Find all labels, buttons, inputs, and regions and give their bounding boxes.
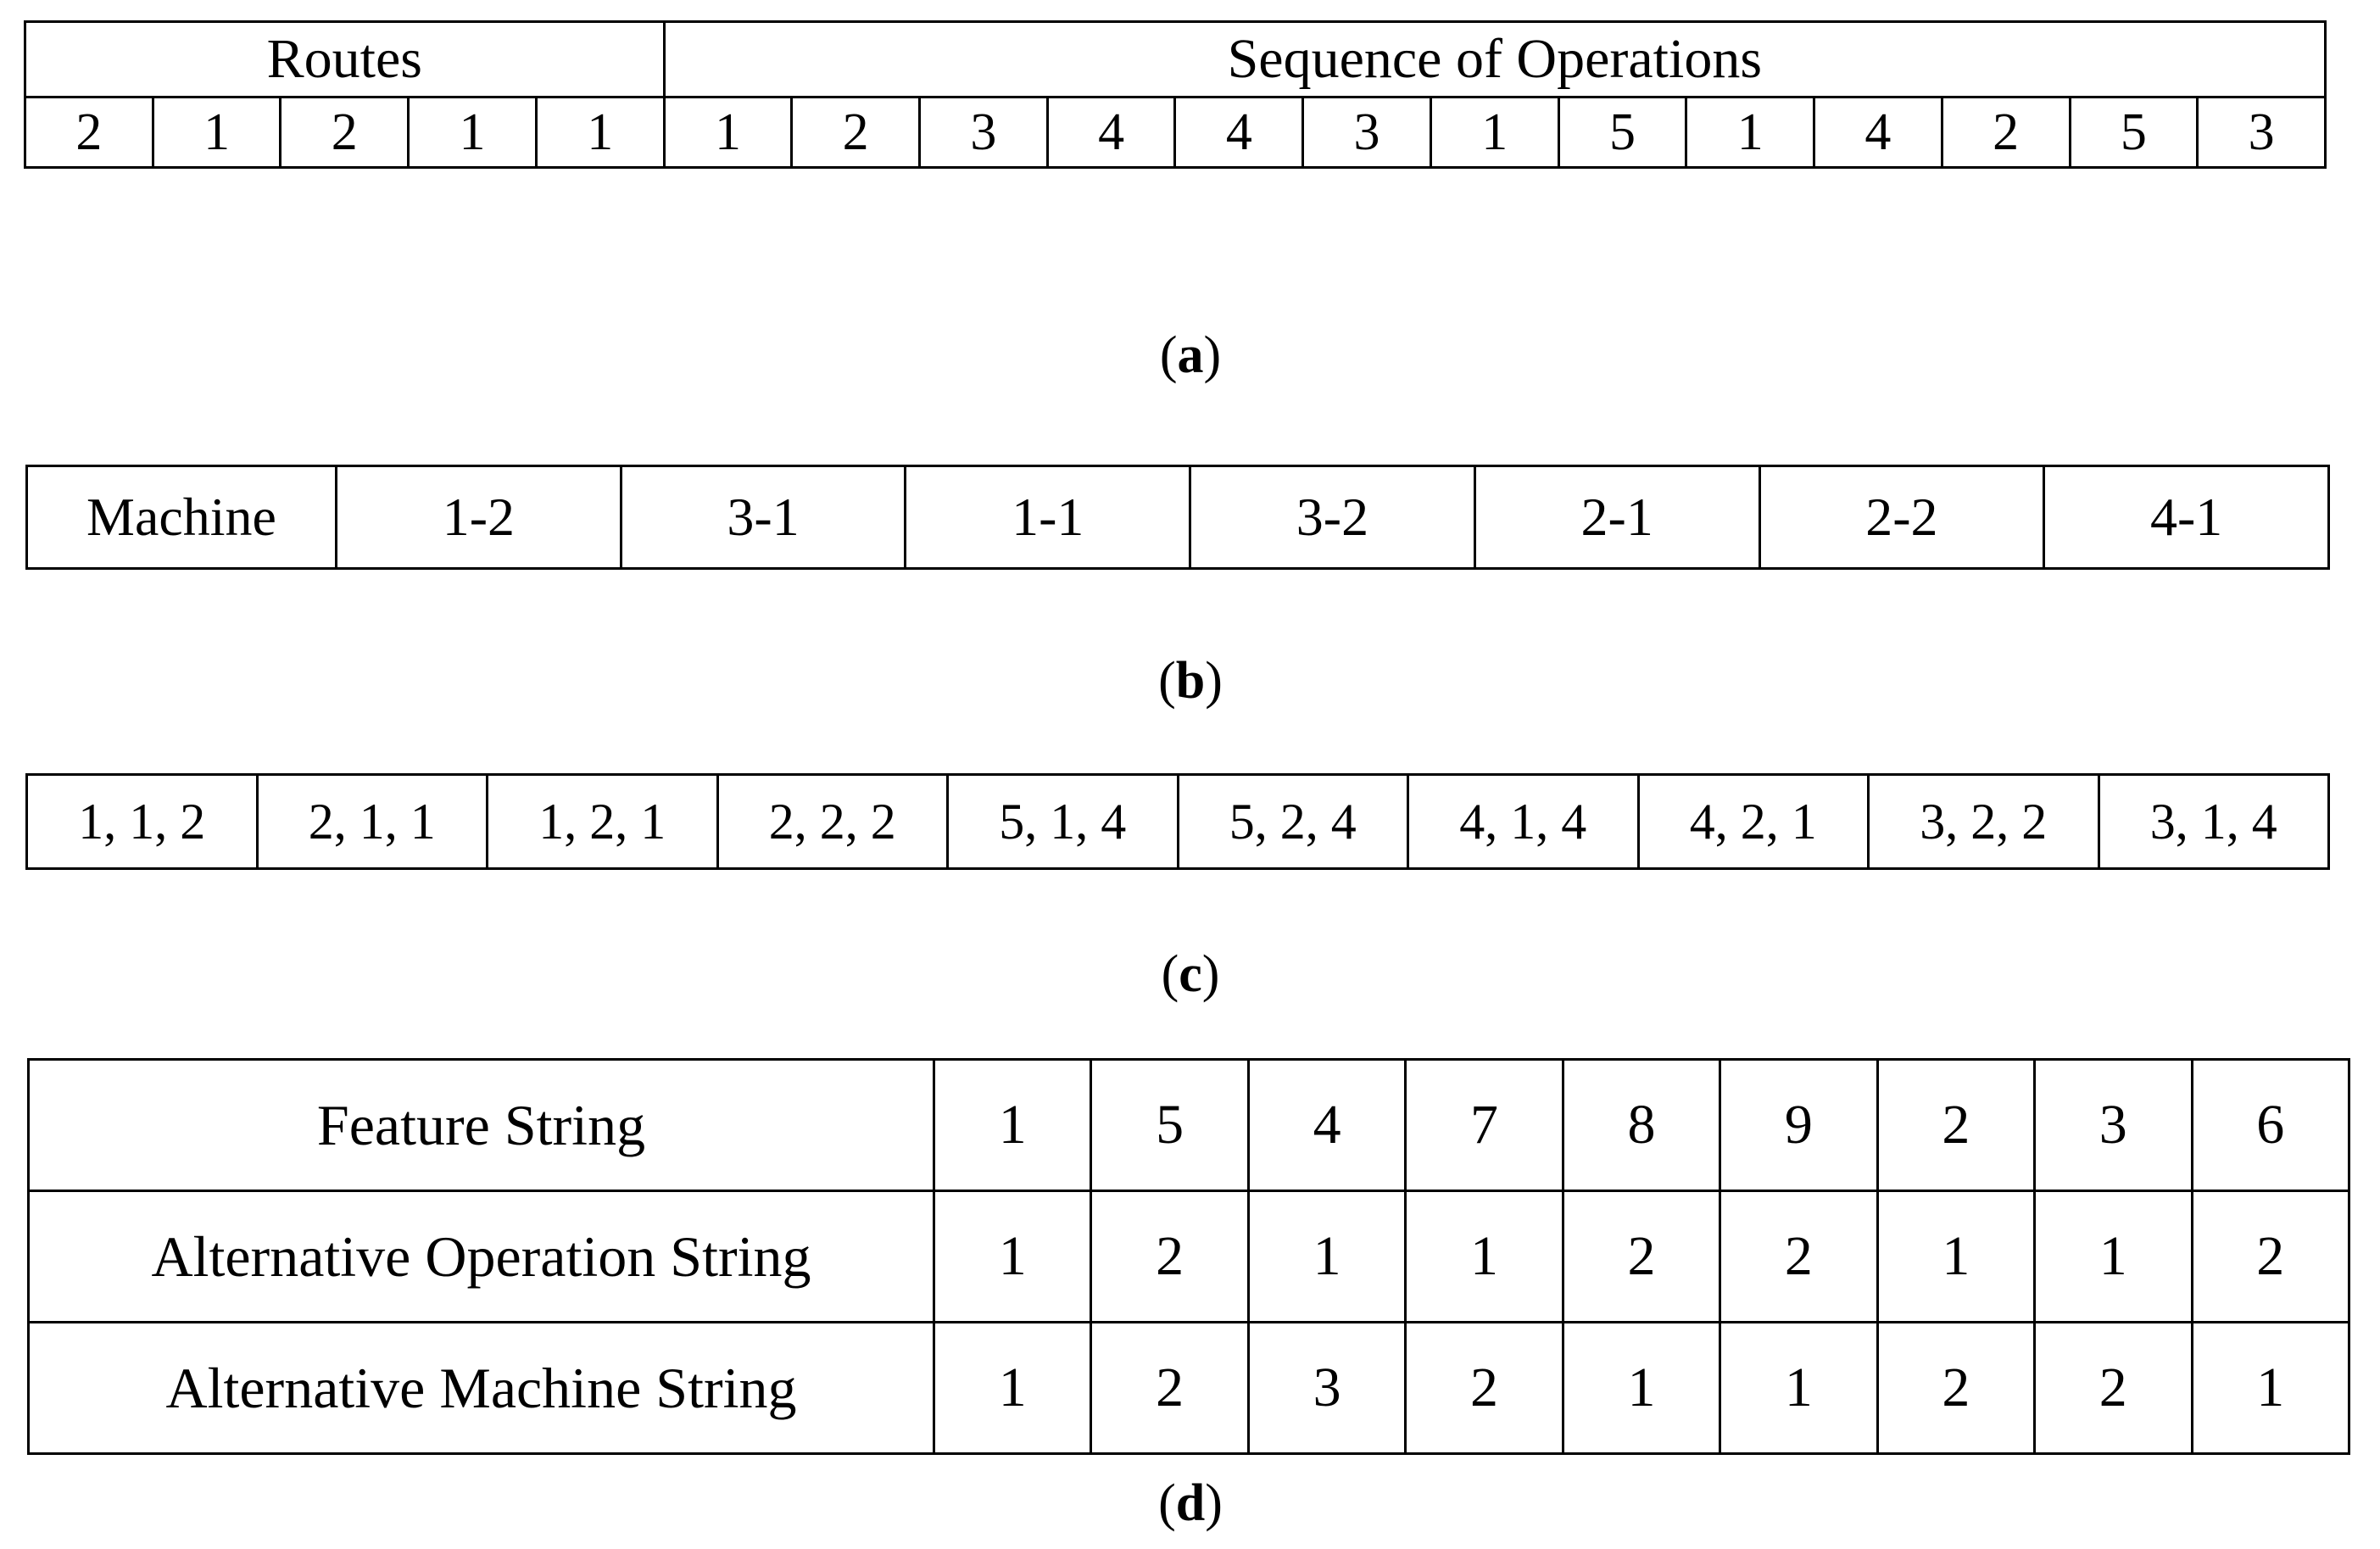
operation-cell: 1: [1685, 96, 1816, 169]
machine-cell: 1-2: [335, 465, 622, 570]
feature-string-cell: 8: [1561, 1058, 1722, 1192]
table-row: Machine 1-2 3-1 1-1 3-2 2-1 2-2 4-1: [25, 465, 2330, 570]
alternative-operation-string-cell: 1: [932, 1190, 1093, 1323]
caption-a-paren-close: ): [1203, 326, 1222, 384]
caption-b: (b): [1063, 655, 1318, 707]
encoding-table-a: Routes Sequence of Operations 2 1 2 1 1 …: [24, 20, 2327, 169]
alternative-machine-string-cell: 1: [1561, 1321, 1722, 1455]
panel-c: 1, 1, 2 2, 1, 1 1, 2, 1 2, 2, 2 5, 1, 4 …: [25, 773, 2330, 870]
table-row: 2 1 2 1 1 1 2 3 4 4 3 1 5 1 4 2 5 3: [24, 96, 2327, 169]
route-cell: 2: [279, 96, 410, 169]
encoding-table-c: 1, 1, 2 2, 1, 1 1, 2, 1 2, 2, 2 5, 1, 4 …: [25, 773, 2330, 870]
caption-a: (a): [1063, 329, 1318, 382]
feature-string-cell: 6: [2190, 1058, 2350, 1192]
caption-b-letter: b: [1175, 652, 1206, 710]
machine-cell: 2-2: [1758, 465, 2046, 570]
machine-cell: 1-1: [904, 465, 1192, 570]
table-row: Feature String 1 5 4 7 8 9 2 3 6: [27, 1058, 2350, 1192]
route-cell: 1: [151, 96, 282, 169]
operation-cell: 5: [1557, 96, 1688, 169]
machine-cell: 4-1: [2043, 465, 2330, 570]
operation-cell: 1: [662, 96, 794, 169]
triplet-cell: 5, 2, 4: [1176, 773, 1409, 870]
caption-c-letter: c: [1179, 945, 1202, 1003]
operation-cell: 1: [1429, 96, 1560, 169]
route-cell: 1: [407, 96, 538, 169]
alternative-operation-string-cell: 2: [2190, 1190, 2350, 1323]
operation-cell: 5: [2068, 96, 2199, 169]
feature-string-cell: 1: [932, 1058, 1093, 1192]
machine-cell: 2-1: [1473, 465, 1761, 570]
alternative-operation-string-cell: 2: [1561, 1190, 1722, 1323]
route-cell: 1: [534, 96, 666, 169]
triplet-cell: 3, 2, 2: [1867, 773, 2100, 870]
alternative-machine-string-cell: 2: [1090, 1321, 1250, 1455]
table-row: Routes Sequence of Operations: [24, 20, 2327, 98]
caption-c: (c): [1063, 948, 1318, 1000]
caption-b-paren-open: (: [1158, 652, 1176, 710]
route-cell: 2: [24, 96, 154, 169]
feature-string-cell: 2: [1876, 1058, 2037, 1192]
operation-cell: 4: [1813, 96, 1943, 169]
alternative-machine-string-cell: 2: [1404, 1321, 1564, 1455]
triplet-cell: 5, 1, 4: [946, 773, 1179, 870]
alternative-operation-string-label: Alternative Operation String: [27, 1190, 935, 1323]
caption-a-letter: a: [1177, 326, 1204, 384]
operation-cell: 3: [2196, 96, 2327, 169]
operation-cell: 2: [790, 96, 922, 169]
caption-d-paren-open: (: [1158, 1474, 1176, 1532]
triplet-cell: 3, 1, 4: [2097, 773, 2330, 870]
machine-cell: 3-2: [1189, 465, 1476, 570]
panel-b: Machine 1-2 3-1 1-1 3-2 2-1 2-2 4-1: [25, 465, 2330, 570]
alternative-operation-string-cell: 1: [2033, 1190, 2193, 1323]
alternative-operation-string-cell: 1: [1876, 1190, 2037, 1323]
machine-row-label: Machine: [25, 465, 337, 570]
alternative-operation-string-cell: 2: [1719, 1190, 1879, 1323]
feature-string-label: Feature String: [27, 1058, 935, 1192]
feature-string-cell: 7: [1404, 1058, 1564, 1192]
triplet-cell: 4, 1, 4: [1407, 773, 1640, 870]
table-row: Alternative Machine String 1 2 3 2 1 1 2…: [27, 1321, 2350, 1455]
alternative-machine-string-cell: 1: [932, 1321, 1093, 1455]
alternative-operation-string-cell: 1: [1404, 1190, 1564, 1323]
operation-cell: 2: [1940, 96, 2071, 169]
operation-cell: 3: [1301, 96, 1432, 169]
caption-d-paren-close: ): [1205, 1474, 1223, 1532]
alternative-machine-string-cell: 1: [2190, 1321, 2350, 1455]
feature-string-cell: 4: [1246, 1058, 1407, 1192]
triplet-cell: 2, 2, 2: [716, 773, 949, 870]
table-row: 1, 1, 2 2, 1, 1 1, 2, 1 2, 2, 2 5, 1, 4 …: [25, 773, 2330, 870]
machine-cell: 3-1: [619, 465, 907, 570]
caption-c-paren-open: (: [1161, 945, 1179, 1003]
operation-cell: 3: [918, 96, 1049, 169]
caption-d-letter: d: [1175, 1474, 1206, 1532]
operation-cell: 4: [1173, 96, 1305, 169]
table-row: Alternative Operation String 1 2 1 1 2 2…: [27, 1190, 2350, 1323]
alternative-machine-string-cell: 1: [1719, 1321, 1879, 1455]
alternative-operation-string-cell: 1: [1246, 1190, 1407, 1323]
triplet-cell: 1, 1, 2: [25, 773, 259, 870]
encoding-table-b: Machine 1-2 3-1 1-1 3-2 2-1 2-2 4-1: [25, 465, 2330, 570]
panel-d: Feature String 1 5 4 7 8 9 2 3 6 Alterna…: [27, 1058, 2350, 1455]
alternative-machine-string-cell: 2: [2033, 1321, 2193, 1455]
alternative-operation-string-cell: 2: [1090, 1190, 1250, 1323]
triplet-cell: 2, 1, 1: [255, 773, 488, 870]
feature-string-cell: 5: [1090, 1058, 1250, 1192]
alternative-machine-string-cell: 2: [1876, 1321, 2037, 1455]
triplet-cell: 4, 2, 1: [1636, 773, 1870, 870]
operation-cell: 4: [1045, 96, 1177, 169]
header-routes: Routes: [24, 20, 666, 98]
feature-string-cell: 3: [2033, 1058, 2193, 1192]
caption-b-paren-close: ): [1205, 652, 1223, 710]
alternative-machine-string-cell: 3: [1246, 1321, 1407, 1455]
caption-d: (d): [1063, 1477, 1318, 1529]
header-sequence-of-operations: Sequence of Operations: [662, 20, 2327, 98]
feature-string-cell: 9: [1719, 1058, 1879, 1192]
panel-a: Routes Sequence of Operations 2 1 2 1 1 …: [24, 20, 2327, 169]
caption-c-paren-close: ): [1201, 945, 1220, 1003]
caption-a-paren-open: (: [1159, 326, 1178, 384]
encoding-table-d: Feature String 1 5 4 7 8 9 2 3 6 Alterna…: [27, 1058, 2350, 1455]
triplet-cell: 1, 2, 1: [486, 773, 719, 870]
alternative-machine-string-label: Alternative Machine String: [27, 1321, 935, 1455]
